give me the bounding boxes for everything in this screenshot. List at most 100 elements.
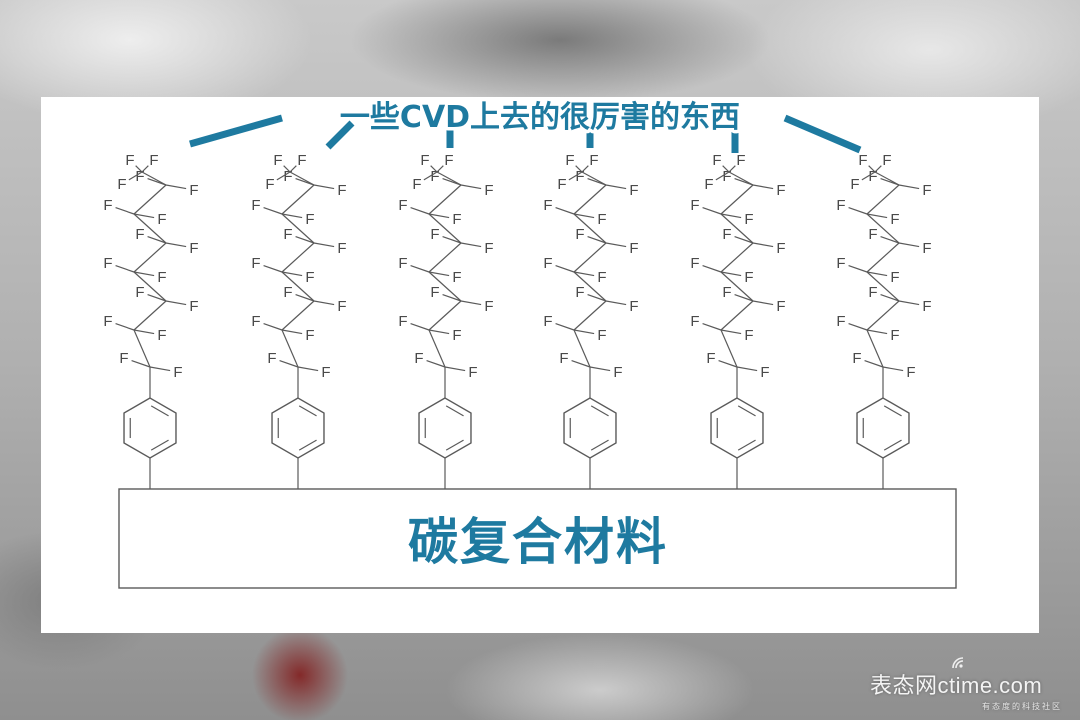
backbone-bond [866,300,900,331]
fluorine-bond [410,323,430,331]
fluorine-atom: F [173,364,182,381]
fluorine-bond [115,207,135,215]
site-watermark: 表态网ctime.com 有态度的科技社区 [870,668,1062,712]
backbone-bond [428,329,446,368]
fluorine-atom: F [613,364,622,381]
fluorine-bond [313,242,335,248]
fluorine-bond [571,360,591,368]
fluorine-atom: F [265,176,274,193]
fluorine-atom: F [629,182,638,199]
fluorine-atom: F [543,255,552,272]
fluorine-bond [573,271,595,277]
fluorine-atom: F [189,182,198,199]
backbone-bond [573,271,607,302]
fluorine-bond [752,184,774,190]
fluorine-bond [135,165,143,173]
fluorine-bond [289,165,297,173]
watermark-sub: 有态度的科技社区 [982,702,1062,711]
fluorine-bond [866,329,888,335]
backbone-bond [573,329,591,368]
fluorine-bond [555,323,575,331]
fluorine-atom: F [135,226,144,243]
fluorine-atom: F [575,284,584,301]
fluorine-atom: F [468,364,477,381]
fluorine-bond [428,329,450,335]
fluorine-bond [898,300,920,306]
fluorine-bond [573,213,595,219]
fluorine-atom: F [776,298,785,315]
fluorine-atom: F [712,152,721,169]
fluorine-bond [587,236,607,244]
fluorine-atom: F [305,269,314,286]
fluorine-bond [555,207,575,215]
backbone-bond [874,171,900,186]
fluorine-atom: F [321,364,330,381]
fluorine-bond [423,171,438,181]
fluorine-bond [428,271,450,277]
fluorine-atom: F [850,176,859,193]
fluorine-atom: F [868,168,877,185]
fluorine-atom: F [398,313,407,330]
fluorine-bond [715,171,730,181]
fluorine-bond [720,329,742,335]
fluorine-atom: F [706,350,715,367]
pointer-stroke [783,114,862,154]
fluorine-atom: F [744,269,753,286]
fluorine-atom: F [744,211,753,228]
fluorine-bond [555,265,575,273]
ring-double-bond [590,439,609,451]
fluorine-bond [133,271,155,277]
fluorine-bond [702,323,722,331]
fluorine-atom: F [543,313,552,330]
backbone-bond [281,271,315,302]
backbone-bond [428,271,462,302]
fluorine-bond [734,236,754,244]
pointer-stroke [189,114,283,148]
watermark-main: 表态网ctime.com [870,673,1043,698]
annotation-pointers [189,114,862,154]
fluorine-atom: F [283,168,292,185]
fluorine-bond [430,165,438,173]
fluorine-atom: F [890,269,899,286]
fluorine-bond [281,271,303,277]
fluorine-atom: F [412,176,421,193]
backbone-bond [133,242,167,273]
fluorine-atom: F [882,152,891,169]
fluorine-bond [587,294,607,302]
benzene-ring [856,397,910,459]
fluorine-bond [898,242,920,248]
fluorine-atom: F [157,327,166,344]
fluorine-bond [165,184,187,190]
fluorine-atom: F [858,152,867,169]
fluorine-atom: F [189,298,198,315]
fluorine-atom: F [305,211,314,228]
fluorine-bond [587,178,607,186]
fluorine-atom: F [430,284,439,301]
fluorine-atom: F [597,269,606,286]
fluorine-bond [442,178,462,186]
benzene-ring [563,397,617,459]
fluorine-bond [141,165,149,173]
fluorine-atom: F [119,350,128,367]
fluorine-bond [165,242,187,248]
fluorine-atom: F [283,226,292,243]
fluorine-atom: F [722,284,731,301]
fluorine-atom: F [575,168,584,185]
backbone-bond [720,300,754,331]
fluorine-bond [263,323,283,331]
fluorine-bond [283,165,291,173]
fluorine-atom: F [852,350,861,367]
backbone-bond [866,213,900,244]
backbone-bond [720,184,754,215]
fluorine-bond [752,242,774,248]
ring-double-bond [298,439,317,451]
fluorine-atom: F [149,152,158,169]
fluorine-atom: F [305,327,314,344]
backbone-bond [133,184,167,215]
fluorine-bond [276,171,291,181]
fluorine-bond [295,178,315,186]
fluorine-bond [874,165,882,173]
fluorine-bond [734,294,754,302]
